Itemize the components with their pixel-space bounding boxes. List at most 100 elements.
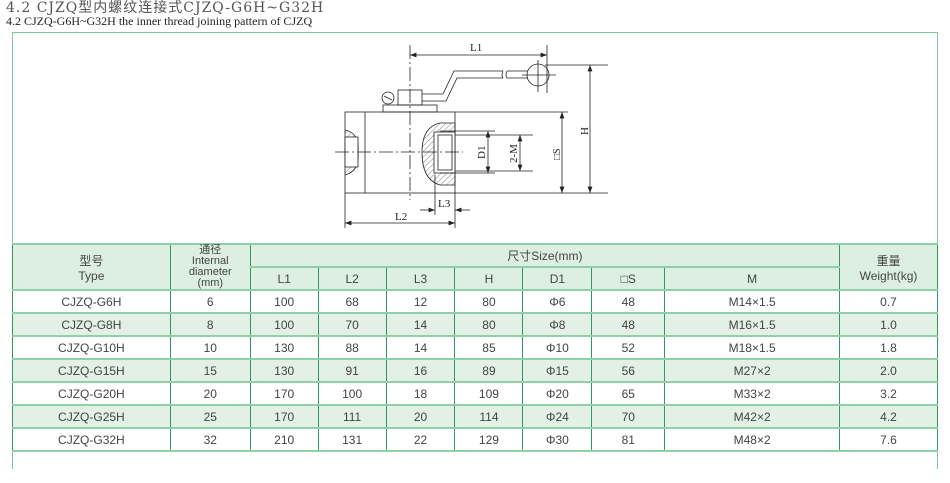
table-cell: 48 — [591, 289, 666, 314]
table-cell: CJZQ-G6H — [12, 289, 171, 314]
table-cell: CJZQ-G32H — [12, 427, 171, 452]
table-cell: 89 — [454, 358, 524, 383]
table-cell: 4.2 — [839, 404, 938, 429]
header-col: L3 — [385, 266, 456, 291]
table-cell: 88 — [317, 335, 387, 360]
table-cell: 48 — [591, 312, 666, 337]
label-m: 2-M — [508, 144, 520, 163]
table-cell: Φ30 — [522, 427, 593, 452]
table-cell: Φ24 — [522, 404, 593, 429]
table-cell: 32 — [169, 427, 251, 452]
table-cell: 16 — [385, 358, 456, 383]
table-cell: Φ6 — [522, 289, 593, 314]
table-cell: 80 — [454, 312, 524, 337]
table-cell: 131 — [317, 427, 387, 452]
table-cell: CJZQ-G15H — [12, 358, 171, 383]
table-cell: 2.0 — [839, 358, 938, 383]
table-cell: 10 — [169, 335, 251, 360]
table-cell: M16×1.5 — [664, 312, 841, 337]
table-cell: 3.2 — [839, 381, 938, 406]
table-cell: 85 — [454, 335, 524, 360]
header-col: D1 — [522, 266, 593, 291]
table-cell: 52 — [591, 335, 666, 360]
table-cell: 12 — [385, 289, 456, 314]
header-col: □S — [591, 266, 666, 291]
table-cell: 130 — [249, 335, 319, 360]
table-cell: 22 — [385, 427, 456, 452]
table-cell: 25 — [169, 404, 251, 429]
table-cell: CJZQ-G8H — [12, 312, 171, 337]
table-cell: 1.8 — [839, 335, 938, 360]
table-cell: 14 — [385, 312, 456, 337]
valve-dimension-diagram: L1 L2 L3 H □S D1 2-M — [335, 42, 608, 228]
table-cell: M27×2 — [664, 358, 841, 383]
table-cell: 0.7 — [839, 289, 938, 314]
dimension-lines — [344, 45, 608, 228]
table-cell: CJZQ-G25H — [12, 404, 171, 429]
table-cell: 170 — [249, 404, 319, 429]
table-cell: 81 — [591, 427, 666, 452]
table-cell: Φ10 — [522, 335, 593, 360]
title-en: 4.2 CJZQ-G6H~G32H the inner thread joini… — [6, 14, 313, 28]
table-cell: 8 — [169, 312, 251, 337]
table-cell: Φ8 — [522, 312, 593, 337]
label-d1: D1 — [476, 146, 488, 159]
table-cell: 129 — [454, 427, 524, 452]
table-cell: M18×1.5 — [664, 335, 841, 360]
table-cell: 210 — [249, 427, 319, 452]
header-col: M — [664, 266, 841, 291]
table-cell: M14×1.5 — [664, 289, 841, 314]
table-cell: M48×2 — [664, 427, 841, 452]
table-cell: M42×2 — [664, 404, 841, 429]
table-cell: 80 — [454, 289, 524, 314]
table-cell: 20 — [385, 404, 456, 429]
table-cell: 18 — [385, 381, 456, 406]
valve-body — [335, 45, 556, 200]
table-cell: 91 — [317, 358, 387, 383]
table-cell: Φ15 — [522, 358, 593, 383]
table-cell: 100 — [249, 312, 319, 337]
header-col: L1 — [249, 266, 319, 291]
label-l2: L2 — [395, 211, 407, 223]
table-cell: CJZQ-G20H — [12, 381, 171, 406]
table-cell: 100 — [317, 381, 387, 406]
table-cell: 20 — [169, 381, 251, 406]
label-h: H — [579, 127, 591, 135]
table-cell: 6 — [169, 289, 251, 314]
label-s: □S — [552, 148, 563, 160]
label-l3: L3 — [438, 198, 451, 210]
table-cell: 1.0 — [839, 312, 938, 337]
table-cell: 170 — [249, 381, 319, 406]
header-col: H — [454, 266, 524, 291]
table-cell: M33×2 — [664, 381, 841, 406]
table-cell: 70 — [317, 312, 387, 337]
table-cell: Φ20 — [522, 381, 593, 406]
table-cell: 111 — [317, 404, 387, 429]
title-cn: 4.2 CJZQ型内螺纹连接式CJZQ-G6H~G32H — [6, 0, 325, 16]
table-cell: 109 — [454, 381, 524, 406]
header-size: 尺寸Size(mm) — [249, 243, 841, 268]
table-cell: 14 — [385, 335, 456, 360]
table-cell: 15 — [169, 358, 251, 383]
table-cell: 65 — [591, 381, 666, 406]
table-cell: 56 — [591, 358, 666, 383]
table-cell: 70 — [591, 404, 666, 429]
table-cell: 7.6 — [839, 427, 938, 452]
label-l1: L1 — [470, 42, 482, 54]
table-cell: 100 — [249, 289, 319, 314]
table-cell: CJZQ-G10H — [12, 335, 171, 360]
header-col: L2 — [317, 266, 387, 291]
table-cell: 130 — [249, 358, 319, 383]
table-cell: 114 — [454, 404, 524, 429]
